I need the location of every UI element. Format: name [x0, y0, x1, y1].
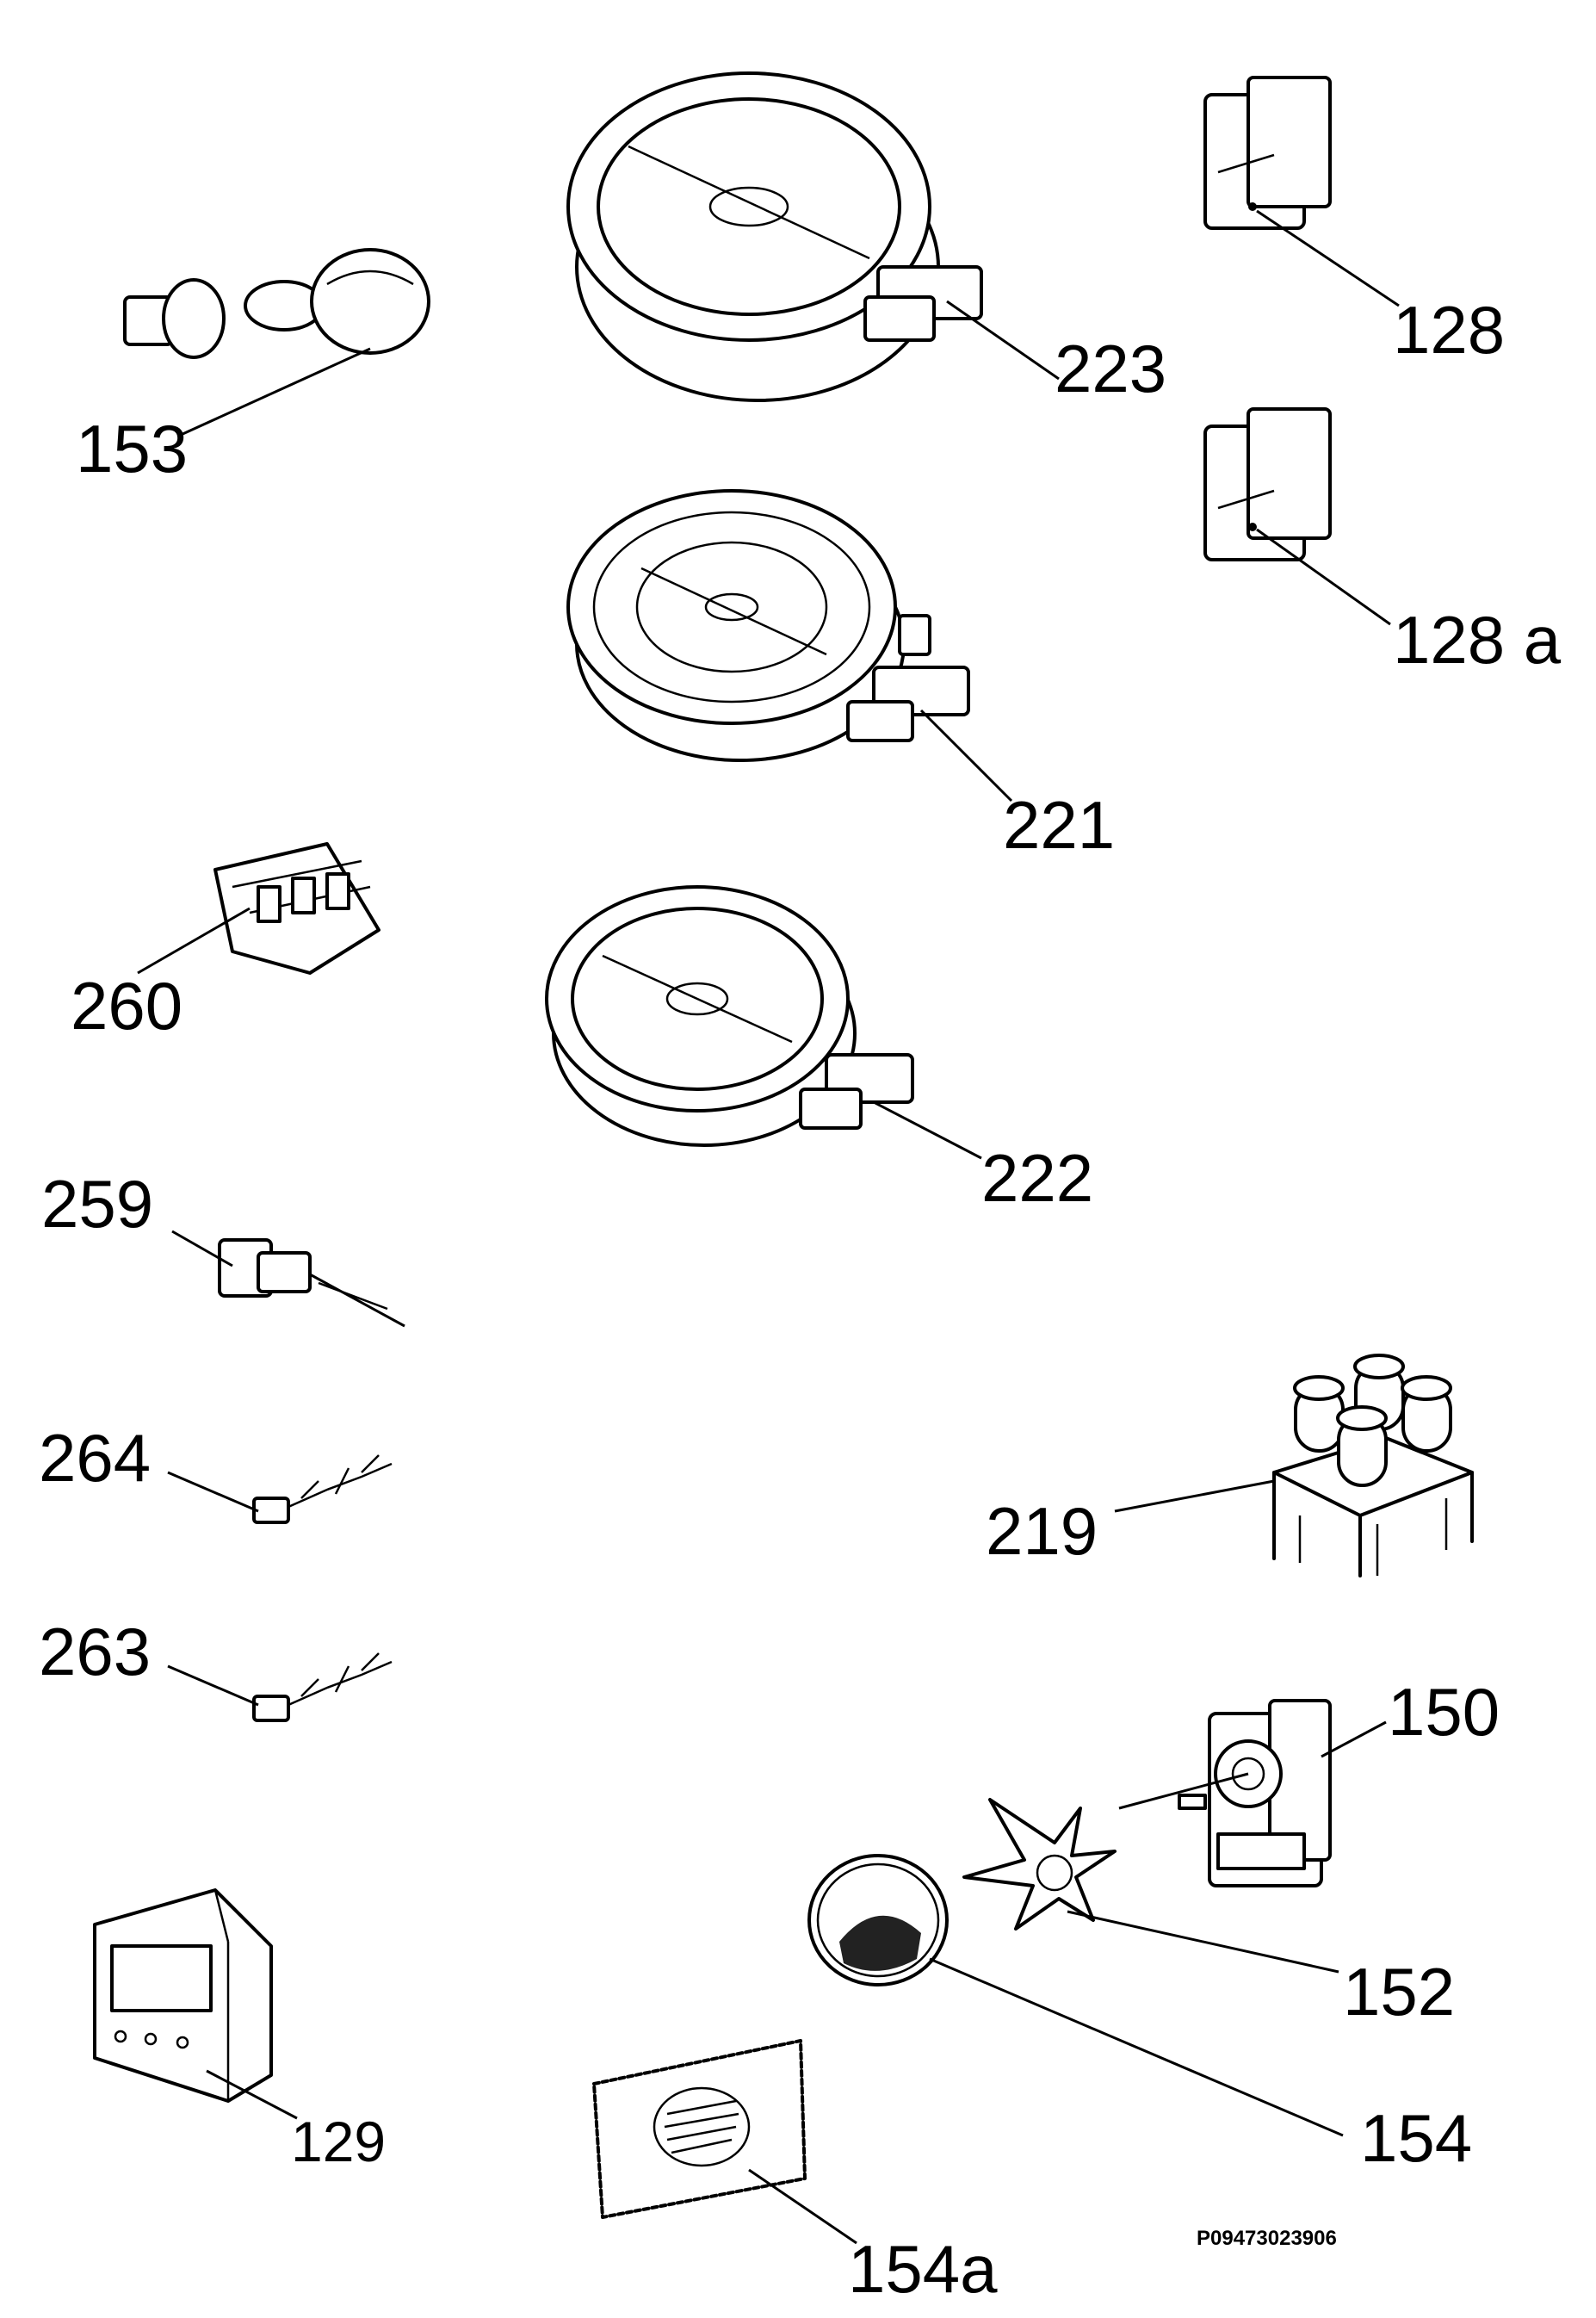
leader-264: [167, 1471, 259, 1513]
callout-153: 153: [76, 411, 188, 487]
part-128-switch: [1203, 76, 1332, 230]
leader-150: [1321, 1720, 1387, 1758]
leader-153: [180, 347, 371, 437]
leader-223: [946, 300, 1060, 381]
callout-154: 154: [1360, 2100, 1472, 2176]
callout-263: 263: [39, 1614, 151, 1689]
part-221-dual-cooking-zone: [566, 489, 970, 762]
callout-154a: 154a: [848, 2231, 998, 2307]
leader-260: [137, 907, 251, 975]
part-263-terminal: [252, 1652, 393, 1722]
leader-129: [206, 2069, 298, 2120]
part-223-cooking-zone: [566, 71, 983, 402]
part-152-fan-wheel: [962, 1798, 1117, 1931]
part-259-thermostat: [218, 1238, 405, 1328]
callout-222: 222: [981, 1140, 1093, 1216]
leader-263: [167, 1664, 259, 1707]
reference-code: P09473023906: [1197, 2227, 1337, 2250]
callout-221: 221: [1003, 787, 1115, 863]
part-150-fan-motor: [1118, 1699, 1332, 1887]
callout-128a: 128 a: [1393, 602, 1562, 678]
leader-259: [171, 1230, 233, 1267]
leader-152: [1067, 1910, 1339, 1974]
leader-128: [1256, 209, 1400, 307]
leader-154: [929, 1957, 1344, 2137]
callout-219: 219: [986, 1493, 1098, 1569]
callout-259: 259: [41, 1166, 153, 1242]
part-129-display-module: [93, 1888, 273, 2103]
part-154a-filter-plate: [592, 2039, 807, 2219]
callout-260: 260: [71, 968, 182, 1044]
part-219-capacitor-block: [1272, 1354, 1474, 1577]
leader-154a: [748, 2168, 857, 2245]
callout-129: 129: [291, 2110, 386, 2173]
part-128a-switch: [1203, 407, 1332, 561]
leader-221: [919, 709, 1013, 803]
part-154-grease-filter: [807, 1854, 949, 1986]
part-260-selector-switch: [213, 842, 380, 975]
part-222-cooking-zone: [545, 885, 914, 1147]
callout-128: 128: [1393, 292, 1505, 368]
part-153-oven-lamp: [123, 248, 430, 359]
callout-264: 264: [39, 1420, 151, 1496]
part-264-terminal: [252, 1454, 393, 1524]
callout-150: 150: [1388, 1674, 1500, 1750]
callout-152: 152: [1343, 1954, 1455, 2030]
leader-128a: [1256, 528, 1391, 626]
callout-223: 223: [1055, 331, 1166, 406]
leader-222: [873, 1100, 982, 1160]
leader-219: [1114, 1479, 1275, 1513]
